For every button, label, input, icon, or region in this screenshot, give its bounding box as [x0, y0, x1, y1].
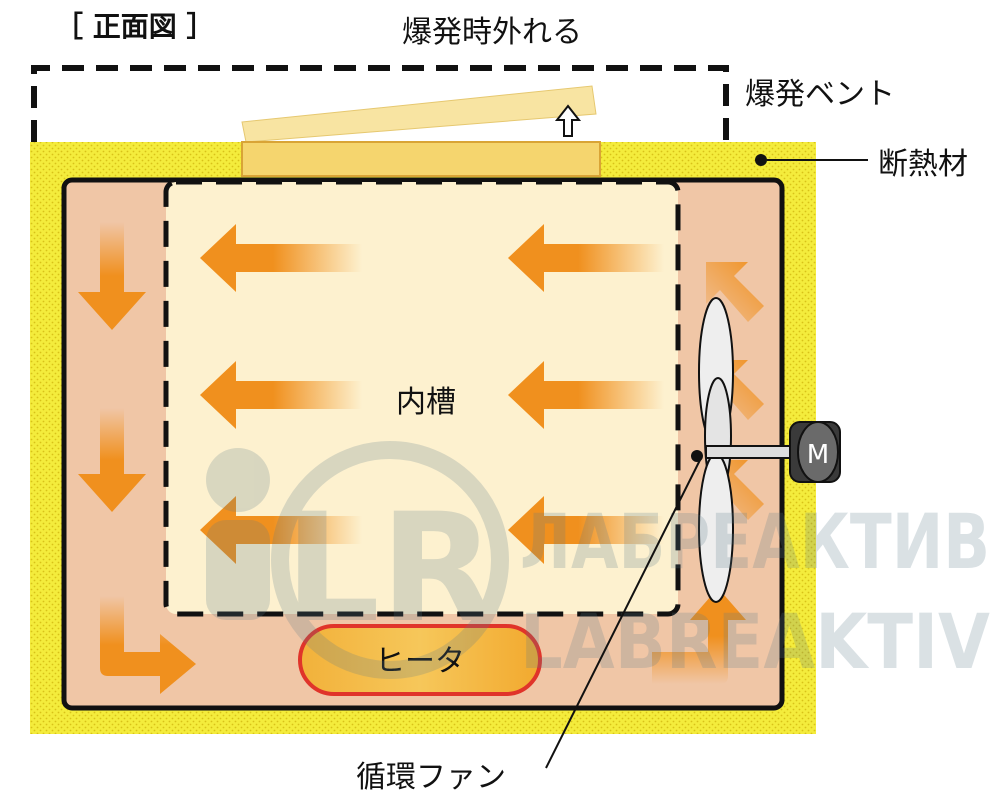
airflow-arrow-bend-up	[652, 588, 746, 684]
airflow-arrow	[508, 361, 664, 429]
vent-lift-arrow-icon	[554, 104, 582, 137]
airflow-arrows-down	[78, 222, 146, 512]
circulation-fan	[698, 297, 797, 603]
heater-label: ヒータ	[375, 644, 465, 679]
heater	[298, 624, 542, 696]
vent-panel	[241, 141, 601, 177]
motor-face	[797, 421, 839, 483]
airflow-arrow	[78, 222, 146, 330]
airflow-arrow	[508, 496, 664, 564]
watermark: LR ЛАБРЕАКТИВ LABREAKTIV	[206, 441, 990, 686]
watermark-monogram: LR	[284, 482, 495, 656]
airflow-arrows-left	[200, 224, 664, 564]
airflow-arrow	[200, 361, 362, 429]
airflow-arrow	[706, 262, 764, 322]
watermark-monogram-body	[206, 520, 270, 620]
vent-detach-label: 爆発時外れる	[402, 15, 582, 50]
airflow-arrow	[78, 408, 146, 512]
circulation-fan-label: 循環ファン	[356, 760, 506, 795]
explosion-vent-frame	[31, 65, 729, 142]
fan-shaft	[705, 445, 797, 459]
insulation-label: 断熱材	[878, 147, 968, 182]
airflow-arrow	[200, 496, 362, 564]
watermark-monogram-circle	[206, 448, 270, 512]
view-title: ［ 正面図 ］	[55, 10, 215, 43]
fan-pointer-dot	[691, 450, 703, 462]
airflow-arrow	[508, 224, 664, 292]
watermark-line2: LABREAKTIV	[520, 597, 990, 686]
insulation-pointer-dot	[755, 154, 767, 166]
motor: M	[789, 421, 841, 483]
watermark-line1: ЛАБРЕАКТИВ	[520, 497, 990, 586]
watermark-monogram-ring	[271, 441, 509, 679]
motor-label: M	[807, 440, 829, 470]
inner-chamber-label: 内槽	[396, 385, 456, 420]
inner-chamber	[163, 179, 681, 617]
fan-leader-line	[545, 459, 701, 769]
airflow-arrow-bend-right	[100, 596, 196, 694]
vent-panel-lifted	[241, 85, 597, 143]
airflow-arrow	[200, 224, 362, 292]
explosion-vent-label: 爆発ベント	[745, 77, 895, 112]
